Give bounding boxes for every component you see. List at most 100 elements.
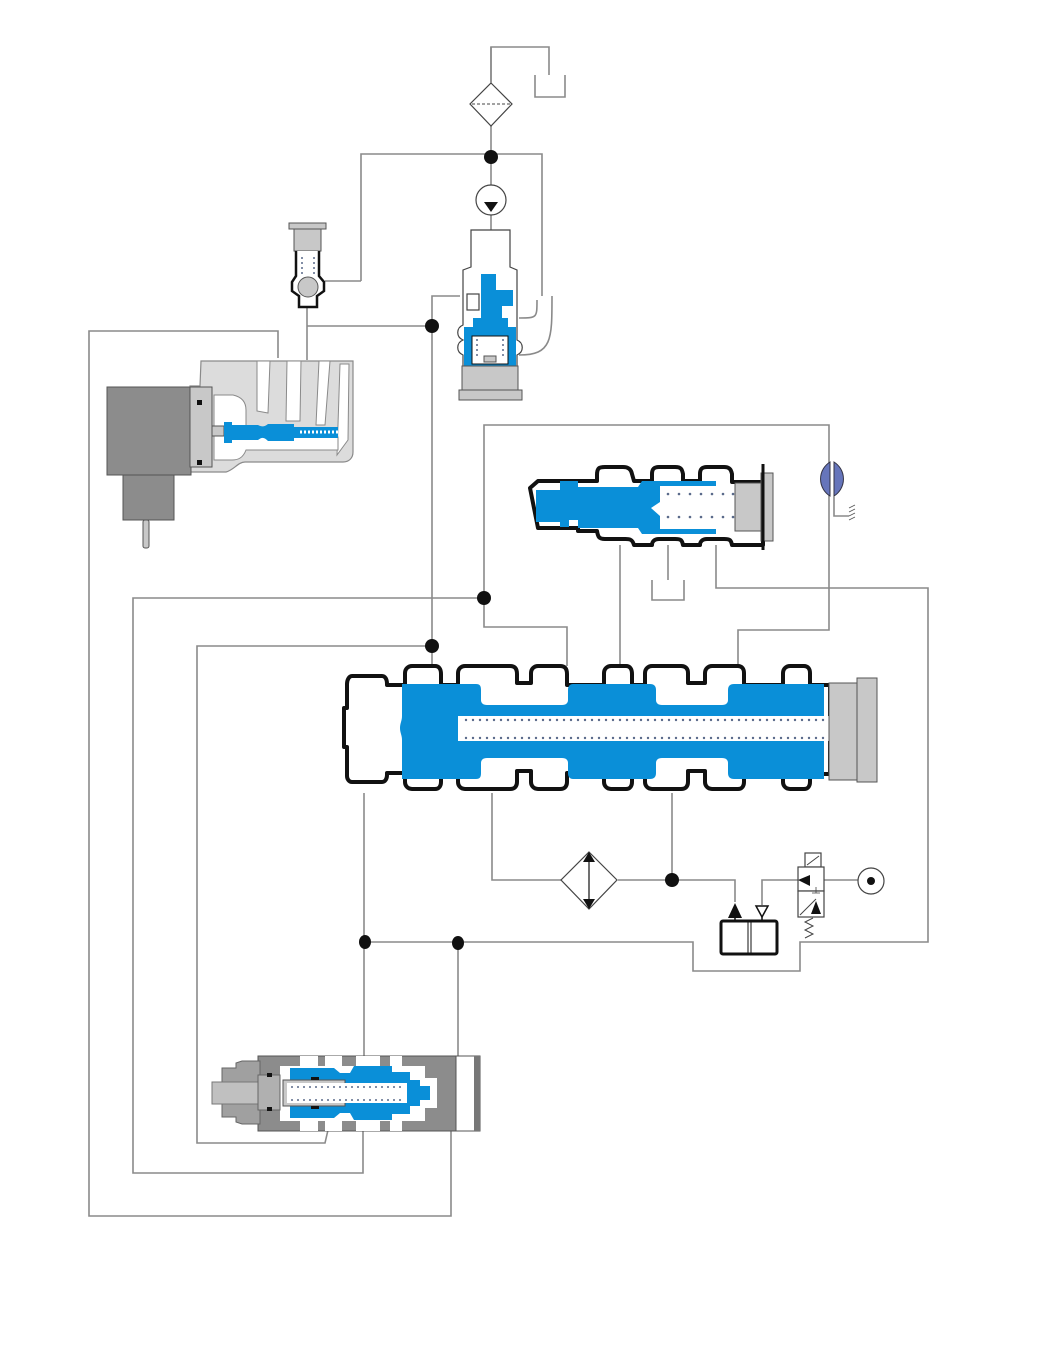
spring-coil-dot — [786, 736, 790, 740]
spring-coil-dot — [758, 718, 762, 722]
pump-icon — [475, 184, 507, 216]
spring-coil-dot — [660, 718, 664, 722]
spring-coil-dot — [303, 1099, 305, 1101]
spring-coil-dot — [576, 718, 580, 722]
spring-coil-dot — [674, 718, 678, 722]
spring-coil-dot — [646, 718, 650, 722]
seal — [267, 1107, 272, 1111]
spring-coil-dot — [363, 1086, 365, 1088]
spring-coil-dot — [688, 718, 692, 722]
seal — [267, 1073, 272, 1077]
spring-coil-dot — [375, 1099, 377, 1101]
spring-coil-dot — [541, 736, 545, 740]
spring-coil-dot — [800, 718, 804, 722]
spring-coil-dot — [548, 718, 552, 722]
spring-coil-dot — [387, 1099, 389, 1101]
spring-coil-dot — [744, 736, 748, 740]
spring-coil-dot — [702, 718, 706, 722]
spring-coil-dot — [527, 718, 531, 722]
spring-coil-dot — [464, 736, 468, 740]
spring-coil-dot — [639, 718, 643, 722]
spring-coil-dot — [345, 1099, 347, 1101]
spring-coil-dot — [381, 1086, 383, 1088]
spring-coil-dot — [541, 718, 545, 722]
junction-dot — [425, 639, 439, 653]
spring-coil-dot — [779, 718, 783, 722]
junction-dot — [425, 319, 439, 333]
spring-coil-dot — [821, 736, 825, 740]
spring-coil-dot — [327, 1099, 329, 1101]
junction-dot — [477, 591, 491, 605]
spring-coil-dot — [506, 736, 510, 740]
spring-coil-dot — [604, 736, 608, 740]
pilot-spool — [536, 481, 716, 534]
spring-coil-dot — [492, 718, 496, 722]
spring-coil-dot — [351, 1099, 353, 1101]
spring-coil-dot — [548, 736, 552, 740]
spring-coil-dot — [821, 718, 825, 722]
spring-coil-dot — [632, 718, 636, 722]
prv-port — [466, 293, 480, 311]
spring-coil-dot — [576, 736, 580, 740]
solenoid-coil — [106, 386, 192, 476]
spring-coil-dot — [381, 1099, 383, 1101]
prv-seat — [483, 355, 497, 363]
spring-coil-dot — [339, 1086, 341, 1088]
spring-coil-dot — [695, 736, 699, 740]
line-cooler-out — [618, 879, 736, 902]
spring-coil-dot — [297, 1086, 299, 1088]
spring-coil-dot — [590, 736, 594, 740]
spring-coil-dot — [478, 718, 482, 722]
spring-coil-dot — [339, 1099, 341, 1101]
spring-coil-dot — [695, 718, 699, 722]
dcv-spring — [803, 917, 815, 939]
solenoid-armature — [189, 386, 213, 468]
line-shuttle-to-dcv — [761, 879, 804, 905]
spring-coil-dot — [327, 1086, 329, 1088]
spring-coil-dot — [333, 1086, 335, 1088]
spring-coil-dot — [527, 736, 531, 740]
spring-coil-dot — [723, 718, 727, 722]
seal — [311, 1077, 319, 1080]
spring-coil-dot — [464, 718, 468, 722]
prv-spring — [476, 339, 504, 356]
spring-coil-dot — [597, 736, 601, 740]
spring-coil-dot — [765, 736, 769, 740]
spring-coil-dot — [321, 1099, 323, 1101]
junction-dot — [359, 935, 371, 949]
spring-coil-dot — [569, 718, 573, 722]
spring-coil-dot — [730, 718, 734, 722]
line-junction-to-main-port — [483, 598, 568, 666]
spring-coil-dot — [583, 718, 587, 722]
spring-coil-dot — [597, 718, 601, 722]
spring-coil-dot — [555, 718, 559, 722]
spring-coil-dot — [492, 736, 496, 740]
spring-coil-dot — [765, 718, 769, 722]
spring-coil-dot — [653, 736, 657, 740]
solenoid-valve — [106, 360, 354, 549]
junction-dot — [665, 873, 679, 887]
shuttle-body — [719, 919, 779, 956]
arrow-down-hollow-icon — [754, 905, 770, 919]
solenoid-pin — [142, 519, 150, 549]
spring-coil-dot — [506, 718, 510, 722]
line-mid-left-loop — [132, 597, 484, 1174]
spring-coil-dot — [375, 1086, 377, 1088]
main-spring — [464, 718, 825, 740]
return-filter — [469, 47, 513, 127]
cooler-icon — [560, 851, 618, 910]
regulator-valve — [211, 1055, 481, 1132]
spring-coil-dot — [357, 1086, 359, 1088]
arrow-up-icon — [728, 903, 742, 918]
spring-coil-dot — [291, 1086, 293, 1088]
prv-plug-cap — [458, 389, 523, 401]
spring-coil-dot — [674, 736, 678, 740]
spring-coil-dot — [309, 1086, 311, 1088]
spring-coil-dot — [321, 1086, 323, 1088]
spring-coil-dot — [333, 1099, 335, 1101]
spring-coil-dot — [653, 718, 657, 722]
spring-coil-dot — [618, 718, 622, 722]
check-valve-ball — [297, 276, 319, 298]
spring-coil-dot — [772, 736, 776, 740]
spring-coil-dot — [716, 736, 720, 740]
